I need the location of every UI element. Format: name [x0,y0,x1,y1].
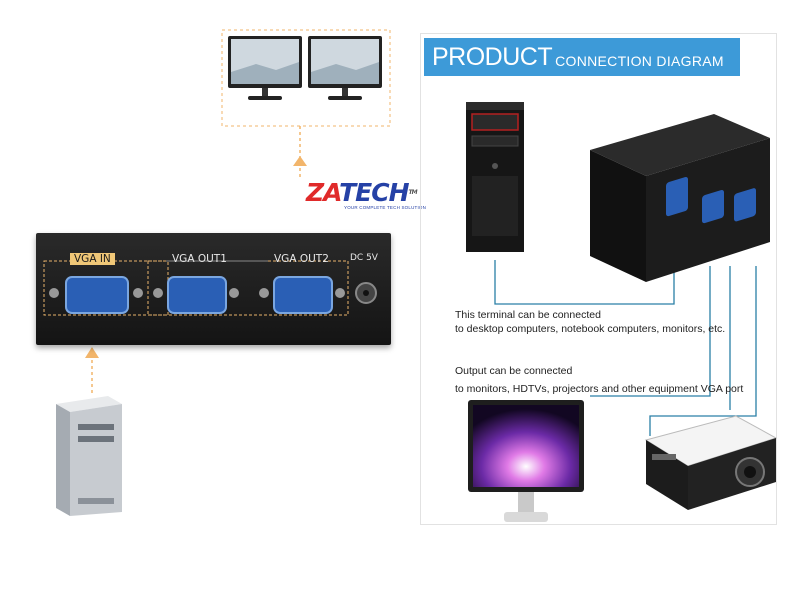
input-caption-line2: to desktop computers, notebook computers… [455,323,726,335]
logo-tm: TM [408,189,418,196]
cable-lines [494,260,757,436]
monitor-group-frame [221,29,391,127]
lcd-monitor-icon [468,400,584,522]
projector-icon [644,415,778,510]
output-arrow-icon [293,156,307,166]
logo-tech: TECH [339,178,409,207]
input-caption: This terminal can be connected to deskto… [455,308,725,336]
port-label-vga-out1: VGA OUT1 [172,253,227,265]
splitter-ports-graphic [43,260,377,316]
desktop-computer-icon [56,396,122,516]
banner-word-small: CONNECTION DIAGRAM [555,52,724,69]
splitter-front-panel: VGA IN VGA OUT1 VGA OUT2 DC 5V [36,233,391,345]
left-diagram-lines [85,29,391,395]
monitor-icon [308,36,382,100]
port-label-vga-in: VGA IN [70,253,115,265]
banner-word-big: PRODUCT [432,42,553,71]
pc-tower-icon [466,102,524,252]
logo-tagline: YOUR COMPLETE TECH SOLUTION [344,205,427,210]
output-caption-line1: Output can be connected [455,365,573,377]
output-caption-line2: to monitors, HDTVs, projectors and other… [455,383,744,395]
right-panel-frame [420,33,777,525]
splitter-device-icon [590,114,770,282]
brand-logo: ZATECHTM YOUR COMPLETE TECH SOLUTION [306,178,427,216]
logo-za: ZA [306,178,340,207]
port-label-vga-out2: VGA OUT2 [274,253,329,265]
monitor-icon [228,36,302,100]
output-caption: Output can be connected to monitors, HDT… [455,364,743,396]
diagram-title-banner: PRODUCT CONNECTION DIAGRAM [424,38,740,76]
input-arrow-icon [85,347,99,358]
port-label-dc: DC 5V [350,253,378,263]
input-caption-line1: This terminal can be connected [455,309,601,321]
